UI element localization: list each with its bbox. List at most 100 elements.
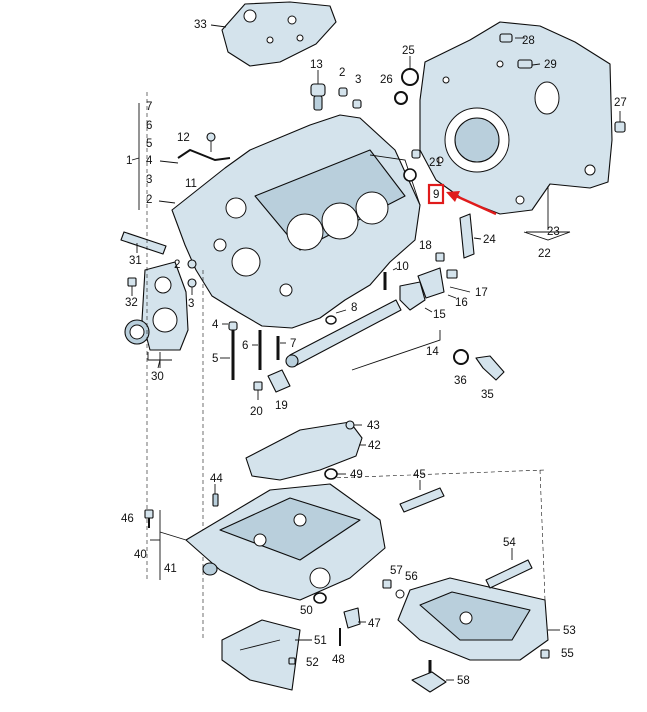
label-23: 23 [547,226,560,238]
label-28: 28 [522,35,535,47]
label-35: 35 [481,389,494,401]
label-52: 52 [306,657,319,669]
bracket-part-11 [177,132,231,162]
label-49: 49 [350,469,363,481]
small-plug-part-3 [352,99,362,109]
plug-part-56 [395,589,405,599]
label-2-top: 2 [339,67,345,79]
label-54: 54 [503,537,516,549]
label-47: 47 [368,618,381,630]
sleeve-part-27 [614,111,626,133]
baffle-part-51 [221,619,312,691]
label-7-low: 7 [290,338,296,350]
seal-part-50 [313,592,327,604]
label-3-mid: 3 [146,174,152,186]
baffle-plate-part-42 [245,420,366,481]
label-50: 50 [300,605,313,617]
label-48: 48 [332,654,345,666]
plug-part-55 [540,649,550,659]
label-16: 16 [455,297,468,309]
label-20: 20 [250,406,263,418]
plug-part-3-left [187,278,197,295]
label-42: 42 [368,440,381,452]
label-41: 41 [164,563,177,575]
small-plug-part-2 [338,87,348,97]
label-51: 51 [314,635,327,647]
label-17: 17 [475,287,488,299]
bolt-part-29 [517,59,533,69]
component-parts-10-18 [383,252,471,313]
label-58: 58 [457,675,470,687]
label-31: 31 [129,255,142,267]
plug-part-41 [202,562,218,576]
sensor-part-35 [475,355,505,381]
label-33: 33 [194,19,207,31]
sealant-tube-part-24 [459,213,482,259]
label-25: 25 [402,45,415,57]
label-57: 57 [390,565,403,577]
label-45: 45 [413,469,426,481]
label-18: 18 [419,240,432,252]
bolt-part-28 [499,33,513,43]
sealant-tube-part-54 [485,548,533,589]
seal-part-36 [453,349,469,365]
label-9: 9 [433,189,439,201]
rear-cover-plate-part [419,21,613,233]
label-10: 10 [396,261,409,273]
balance-shaft-part-14 [285,299,441,371]
label-6-low: 6 [242,340,248,352]
label-32: 32 [125,297,138,309]
o-ring-part-26 [394,91,408,105]
bolt-part-46 [144,509,154,528]
label-4-top: 4 [146,155,153,167]
assembly-guide-lines [146,92,546,640]
label-5-top: 5 [146,138,152,150]
bolt-parts-4-7 [220,321,286,380]
label-5-low: 5 [212,353,218,365]
label-29: 29 [544,59,557,71]
label-4-low: 4 [212,319,219,331]
label-15: 15 [433,309,446,321]
label-30: 30 [151,371,164,383]
label-22: 22 [538,248,551,260]
bolt-part-20 [253,381,263,400]
part-labels: 33 28 25 29 13 2 3 26 27 7 6 5 4 3 2 1 1… [121,19,627,687]
label-27: 27 [614,97,627,109]
label-53: 53 [563,625,576,637]
label-2-left: 2 [174,259,180,271]
label-55: 55 [561,648,574,660]
label-21: 21 [429,157,442,169]
label-40: 40 [134,549,147,561]
label-26: 26 [380,74,393,86]
seal-part-49 [324,468,346,480]
oil-pan-part-53 [397,577,560,661]
label-24: 24 [483,234,496,246]
label-3-top: 3 [355,74,361,86]
plug-part-13 [310,70,326,111]
label-6-top: 6 [146,120,152,132]
sensor-part-58 [411,660,454,693]
bolt-part-57 [382,579,392,589]
plug-part-2-left [187,259,197,269]
engine-block-part [158,114,421,329]
highlight-part-9 [427,183,497,216]
label-13: 13 [310,59,323,71]
bolt-part-52 [288,657,296,665]
label-2-mid: 2 [146,194,152,206]
tensioner-part-19 [267,369,291,393]
lower-crankcase-part-40 [159,483,386,601]
label-8: 8 [351,302,357,314]
label-14: 14 [426,346,439,358]
label-44: 44 [210,473,223,485]
o-ring-part-25 [401,56,419,86]
plug-part-21 [403,149,421,182]
label-43: 43 [367,420,380,432]
label-46: 46 [121,513,134,525]
top-cover-part [210,1,337,67]
label-1: 1 [126,155,132,167]
valve-part-47 [343,607,366,629]
cover-plate-part-30 [124,261,189,369]
label-12: 12 [177,132,190,144]
label-19: 19 [275,400,288,412]
